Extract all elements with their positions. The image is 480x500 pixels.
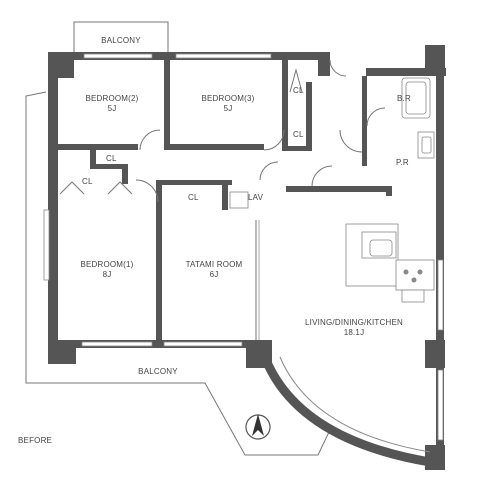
kitchen-island — [345, 223, 399, 287]
kitchen-counter — [395, 259, 435, 303]
ldk-name: LIVING/DINING/KITCHEN — [305, 318, 403, 327]
bathtub — [401, 77, 431, 119]
bedroom1-name: BEDROOM(1) — [80, 260, 134, 269]
balcony-bottom-label: BALCONY — [138, 367, 178, 376]
tatami-name: TATAMI ROOM — [185, 260, 243, 269]
bathroom-label: B.R — [397, 94, 411, 103]
bedroom1-size: 8J — [102, 270, 112, 279]
interior-walls — [58, 55, 392, 345]
bedroom2-size: 5J — [107, 104, 117, 113]
lav-label: LAV — [248, 193, 264, 202]
closet-bedroom1-label: CL — [82, 177, 93, 186]
washbasin — [417, 131, 435, 159]
top-balcony-outline — [73, 21, 169, 55]
lav-basin — [229, 191, 249, 209]
closet-bedroom3-label: CL — [293, 86, 304, 95]
closet-bedroom2-label: CL — [106, 154, 117, 163]
bedroom3-name: BEDROOM(3) — [201, 94, 255, 103]
balcony-top-label: BALCONY — [101, 36, 141, 45]
powder-room-label: P.R — [396, 158, 409, 167]
windows — [43, 53, 444, 441]
closet-hall-label: CL — [293, 130, 304, 139]
closet-tatami-label: CL — [188, 193, 199, 202]
curved-wall — [261, 356, 431, 467]
tatami-partition — [255, 220, 260, 340]
door-swings — [59, 59, 386, 203]
ldk-size: 18.1J — [343, 328, 365, 337]
north-arrow-icon — [245, 414, 271, 440]
bottom-balcony-outline — [25, 91, 331, 456]
tatami-size: 6J — [209, 270, 219, 279]
bedroom3-size: 5J — [223, 104, 233, 113]
before-label: BEFORE — [18, 436, 53, 445]
bedroom2-name: BEDROOM(2) — [85, 94, 139, 103]
